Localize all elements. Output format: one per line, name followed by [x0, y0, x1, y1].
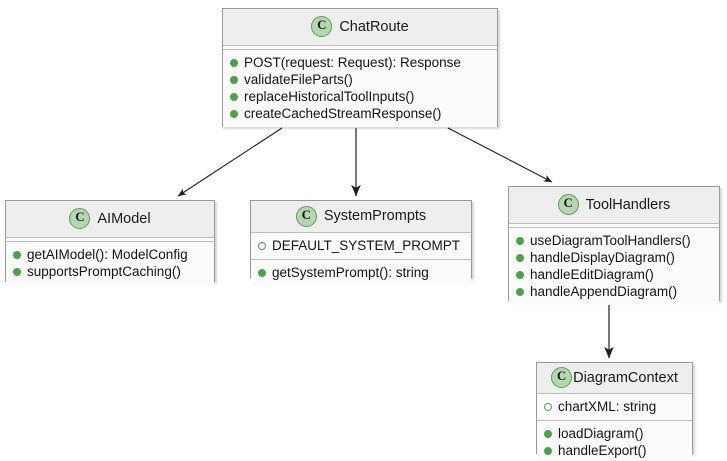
- method-row[interactable]: loadDiagram(): [544, 425, 686, 442]
- method-compartment: getSystemPrompt(): string: [251, 259, 471, 286]
- class-header-aimodel: C AIModel: [6, 201, 214, 238]
- method-label: handleDisplayDiagram(): [530, 250, 675, 265]
- class-box-chatroute[interactable]: C ChatRoute POST(request: Request): Resp…: [222, 8, 498, 127]
- class-icon: C: [311, 16, 333, 37]
- method-marker-icon: [13, 267, 21, 276]
- method-marker-icon: [230, 58, 238, 67]
- method-compartment: POST(request: Request): Response validat…: [223, 49, 497, 127]
- class-icon: C: [557, 194, 579, 215]
- class-name-label: DiagramContext: [573, 369, 678, 386]
- method-marker-icon: [544, 446, 552, 455]
- field-compartment: chartXML: string: [537, 394, 692, 420]
- method-marker-icon: [13, 250, 21, 259]
- field-marker-icon: [258, 241, 266, 250]
- method-label: validateFileParts(): [244, 72, 353, 87]
- method-label: handleAppendDiagram(): [530, 284, 678, 299]
- method-label: useDiagramToolHandlers(): [530, 233, 691, 248]
- method-marker-icon: [230, 75, 238, 84]
- class-icon: C: [295, 205, 317, 227]
- method-marker-icon: [516, 253, 524, 262]
- connector-chatroute-to-toolhandlers: [447, 127, 553, 183]
- method-label: handleExport(): [558, 443, 647, 458]
- method-row[interactable]: getAIModel(): ModelConfig: [13, 246, 208, 263]
- class-name-label: ChatRoute: [339, 18, 409, 35]
- connector-chatroute-to-aimodel: [177, 127, 283, 197]
- class-name-label: AIModel: [97, 210, 151, 227]
- field-compartment: DEFAULT_SYSTEM_PROMPT: [251, 233, 471, 259]
- method-row[interactable]: handleAppendDiagram(): [516, 283, 713, 300]
- method-label: supportsPromptCaching(): [27, 264, 181, 279]
- class-name-label: ToolHandlers: [585, 196, 671, 213]
- field-row[interactable]: DEFAULT_SYSTEM_PROMPT: [258, 237, 465, 254]
- class-box-diagramcontext[interactable]: C DiagramContext chartXML: string loadDi…: [536, 362, 693, 461]
- class-header-diagramcontext: C DiagramContext: [537, 363, 692, 394]
- method-row[interactable]: useDiagramToolHandlers(): [516, 232, 713, 249]
- method-row[interactable]: createCachedStreamResponse(): [230, 105, 491, 122]
- method-row[interactable]: POST(request: Request): Response: [230, 54, 491, 71]
- class-header-systemprompts: C SystemPrompts: [251, 201, 471, 233]
- method-row[interactable]: handleEditDiagram(): [516, 266, 713, 283]
- method-marker-icon: [230, 92, 238, 101]
- class-box-toolhandlers[interactable]: C ToolHandlers useDiagramToolHandlers() …: [508, 186, 720, 305]
- method-label: POST(request: Request): Response: [244, 55, 461, 70]
- field-marker-icon: [544, 402, 552, 411]
- method-row[interactable]: getSystemPrompt(): string: [258, 264, 465, 281]
- method-marker-icon: [516, 287, 524, 296]
- method-compartment: useDiagramToolHandlers() handleDisplayDi…: [509, 227, 719, 305]
- class-icon: C: [69, 208, 91, 229]
- class-header-chatroute: C ChatRoute: [223, 9, 497, 46]
- method-label: replaceHistoricalToolInputs(): [244, 89, 415, 104]
- field-row[interactable]: chartXML: string: [544, 398, 686, 415]
- method-label: getAIModel(): ModelConfig: [27, 247, 188, 262]
- method-label: handleEditDiagram(): [530, 267, 654, 282]
- method-marker-icon: [230, 109, 238, 118]
- method-row[interactable]: supportsPromptCaching(): [13, 263, 208, 280]
- method-marker-icon: [258, 268, 266, 277]
- field-label: DEFAULT_SYSTEM_PROMPT: [272, 238, 461, 253]
- class-box-systemprompts[interactable]: C SystemPrompts DEFAULT_SYSTEM_PROMPT ge…: [250, 200, 472, 286]
- field-label: chartXML: string: [558, 399, 657, 414]
- method-marker-icon: [516, 270, 524, 279]
- method-row[interactable]: handleDisplayDiagram(): [516, 249, 713, 266]
- method-row[interactable]: replaceHistoricalToolInputs(): [230, 88, 491, 105]
- method-marker-icon: [516, 236, 524, 245]
- method-compartment: loadDiagram() handleExport(): [537, 420, 692, 461]
- method-marker-icon: [544, 429, 552, 438]
- class-name-label: SystemPrompts: [323, 208, 427, 224]
- method-row[interactable]: validateFileParts(): [230, 71, 491, 88]
- class-icon: C: [551, 367, 573, 388]
- method-label: loadDiagram(): [558, 426, 644, 441]
- method-row[interactable]: handleExport(): [544, 442, 686, 459]
- method-label: getSystemPrompt(): string: [272, 265, 429, 280]
- class-box-aimodel[interactable]: C AIModel getAIModel(): ModelConfig supp…: [5, 200, 215, 285]
- method-label: createCachedStreamResponse(): [244, 106, 442, 121]
- method-compartment: getAIModel(): ModelConfig supportsPrompt…: [6, 241, 214, 285]
- class-header-toolhandlers: C ToolHandlers: [509, 187, 719, 224]
